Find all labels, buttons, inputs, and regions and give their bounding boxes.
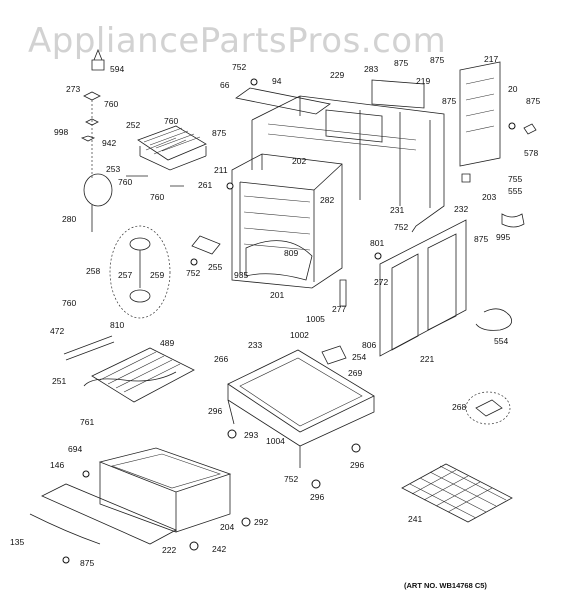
callout-label: 232: [454, 204, 468, 214]
callout-label: 296: [310, 492, 324, 502]
callout-label: 211: [214, 165, 228, 175]
callout-label: 251: [52, 376, 66, 386]
callout-label: 268: [452, 402, 466, 412]
callout-label: 472: [50, 326, 64, 336]
callout-label: 242: [212, 544, 226, 554]
watermark: AppliancePartsPros.com: [28, 21, 446, 61]
callout-label: 995: [496, 232, 510, 242]
callout-label: 875: [442, 96, 456, 106]
callout-label: 760: [118, 177, 132, 187]
callout-label: 292: [254, 517, 268, 527]
callout-label: 875: [430, 55, 444, 65]
callout-label: 875: [474, 234, 488, 244]
callout-label: 219: [416, 76, 430, 86]
callout-label: 875: [212, 128, 226, 138]
callout-label: 201: [270, 290, 284, 300]
callout-label: 1004: [266, 436, 285, 446]
callout-label: 942: [102, 138, 116, 148]
callout-label: 135: [10, 537, 24, 547]
callout-labels: 594 273 760 998 942 252 760 875 211 253 …: [10, 54, 540, 568]
callout-label: 20: [508, 84, 518, 94]
callout-label: 998: [54, 127, 68, 137]
callout-label: 252: [126, 120, 140, 130]
callout-label: 266: [214, 354, 228, 364]
callout-label: 801: [370, 238, 384, 248]
callout-label: 1005: [306, 314, 325, 324]
callout-label: 269: [348, 368, 362, 378]
callout-label: 202: [292, 156, 306, 166]
callout-label: 761: [80, 417, 94, 427]
callout-label: 229: [330, 70, 344, 80]
callout-label: 752: [186, 268, 200, 278]
callout-label: 752: [284, 474, 298, 484]
callout-label: 752: [232, 62, 246, 72]
callout-label: 217: [484, 54, 498, 64]
callout-label: 1002: [290, 330, 309, 340]
callout-label: 241: [408, 514, 422, 524]
callout-label: 282: [320, 195, 334, 205]
callout-label: 578: [524, 148, 538, 158]
callout-label: 760: [62, 298, 76, 308]
callout-label: 760: [150, 192, 164, 202]
callout-label: 253: [106, 164, 120, 174]
callout-label: 221: [420, 354, 434, 364]
callout-label: 94: [272, 76, 282, 86]
callout-label: 875: [526, 96, 540, 106]
callout-label: 258: [86, 266, 100, 276]
callout-label: 594: [110, 64, 124, 74]
callout-label: 694: [68, 444, 82, 454]
callout-label: 296: [350, 460, 364, 470]
callout-label: 233: [248, 340, 262, 350]
callout-label: 277: [332, 304, 346, 314]
callout-label: 231: [390, 205, 404, 215]
line-art: [29, 48, 537, 564]
callout-label: 259: [150, 270, 164, 280]
callout-label: 66: [220, 80, 230, 90]
callout-label: 257: [118, 270, 132, 280]
callout-label: 489: [160, 338, 174, 348]
callout-label: 760: [104, 99, 118, 109]
callout-label: 875: [80, 558, 94, 568]
callout-label: 555: [508, 186, 522, 196]
callout-label: 935: [234, 270, 248, 280]
callout-label: 809: [284, 248, 298, 258]
callout-label: 755: [508, 174, 522, 184]
callout-label: 261: [198, 180, 212, 190]
callout-label: 752: [394, 222, 408, 232]
callout-label: 875: [394, 58, 408, 68]
callout-label: 293: [244, 430, 258, 440]
callout-label: 554: [494, 336, 508, 346]
callout-label: 204: [220, 522, 234, 532]
callout-label: 146: [50, 460, 64, 470]
callout-label: 810: [110, 320, 124, 330]
art-number: (ART NO. WB14768 C5): [404, 581, 487, 590]
callout-label: 255: [208, 262, 222, 272]
callout-label: 273: [66, 84, 80, 94]
callout-label: 806: [362, 340, 376, 350]
callout-label: 203: [482, 192, 496, 202]
callout-label: 254: [352, 352, 366, 362]
callout-label: 760: [164, 116, 178, 126]
callout-label: 283: [364, 64, 378, 74]
callout-label: 222: [162, 545, 176, 555]
callout-label: 280: [62, 214, 76, 224]
callout-label: 296: [208, 406, 222, 416]
callout-label: 272: [374, 277, 388, 287]
